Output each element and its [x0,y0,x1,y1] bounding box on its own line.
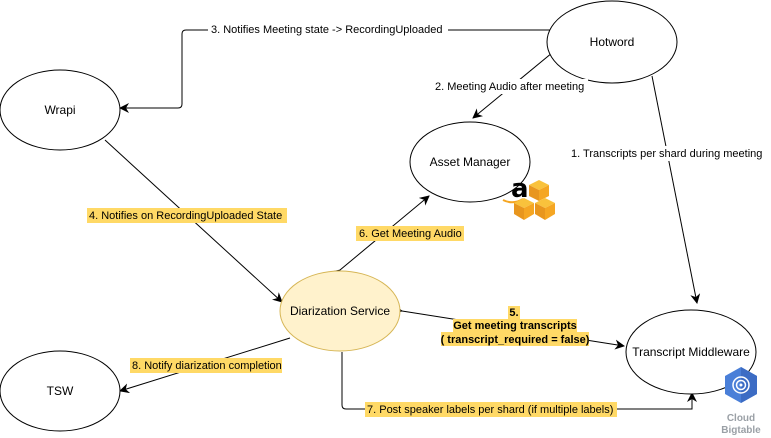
edge-8-label: 8. Notify diarization completion [130,358,282,373]
edge-7-line [341,352,697,410]
edge-2-text: 2. Meeting Audio after meeting [435,81,584,93]
node-transcript-middleware: Transcript Middleware [625,309,757,395]
node-transcript-middleware-label: Transcript Middleware [632,345,750,359]
edge-4-text: 4. Notifies on RecordingUploaded State [89,210,282,222]
aws-logo-icon: a [502,174,555,220]
edge-5-line1: Get meeting transcripts [453,320,576,332]
node-asset-manager: Asset Manager [409,121,531,203]
node-wrapi-label: Wrapi [44,103,75,117]
edge-3-text: 3. Notifies Meeting state -> RecordingUp… [211,24,442,36]
node-diarization-service: Diarization Service [279,270,401,352]
edge-2-label: 2. Meeting Audio after meeting [432,79,588,94]
edge-1-label: 1. Transcripts per shard during meeting [569,146,767,161]
edge-4-label: 4. Notifies on RecordingUploaded State [87,208,287,223]
node-asset-manager-label: Asset Manager [430,155,511,169]
aws-letter: a [511,174,529,204]
edge-1-text: 1. Transcripts per shard during meeting [571,148,762,160]
edge-6-text: 6. Get Meeting Audio [359,228,462,240]
edge-5-label: 5. Get meeting transcripts ( transcript_… [441,306,590,346]
edge-7-label: 7. Post speaker labels per shard (if mul… [365,402,617,417]
edge-3-label: 3. Notifies Meeting state -> RecordingUp… [208,22,448,37]
cloud-bigtable-icon: Cloud Bigtable [721,367,761,436]
edge-7-text: 7. Post speaker labels per shard (if mul… [367,404,613,416]
edge-6-label: 6. Get Meeting Audio [356,226,464,241]
edge-1-line [651,75,701,304]
node-wrapi: Wrapi [0,69,121,151]
edge-5-line2: ( transcript_required = false) [441,334,590,346]
edge-3-line [119,29,552,113]
node-tsw: TSW [0,350,121,432]
node-tsw-label: TSW [47,384,74,398]
edge-8-text: 8. Notify diarization completion [132,360,282,372]
aws-cubes-icon [514,180,555,220]
node-hotword-label: Hotword [590,35,635,49]
cloud-bigtable-line1: Cloud [727,413,755,424]
cloud-bigtable-line2: Bigtable [721,425,761,436]
edge-5-number: 5. [509,307,518,319]
node-diarization-label: Diarization Service [290,304,390,318]
node-hotword: Hotword [546,0,678,84]
